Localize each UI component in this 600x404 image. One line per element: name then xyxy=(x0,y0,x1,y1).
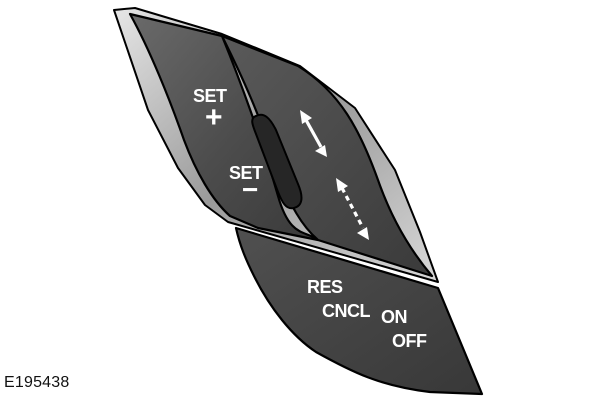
off-label[interactable]: OFF xyxy=(392,331,427,351)
set-minus-label[interactable]: SET xyxy=(229,163,264,183)
rocker-slot xyxy=(251,113,303,210)
on-label[interactable]: ON xyxy=(381,307,408,327)
res-label[interactable]: RES xyxy=(307,277,344,297)
dashed-double-arrow-icon[interactable] xyxy=(336,178,369,240)
cncl-label[interactable]: CNCL xyxy=(322,301,371,321)
set-plus-label[interactable]: SET xyxy=(193,86,228,106)
minus-icon[interactable]: − xyxy=(242,174,259,205)
plus-icon[interactable]: + xyxy=(205,101,223,134)
double-arrow-icon[interactable] xyxy=(300,110,327,157)
lower-button-body[interactable] xyxy=(234,226,484,396)
figure-id: E195438 xyxy=(4,374,70,391)
